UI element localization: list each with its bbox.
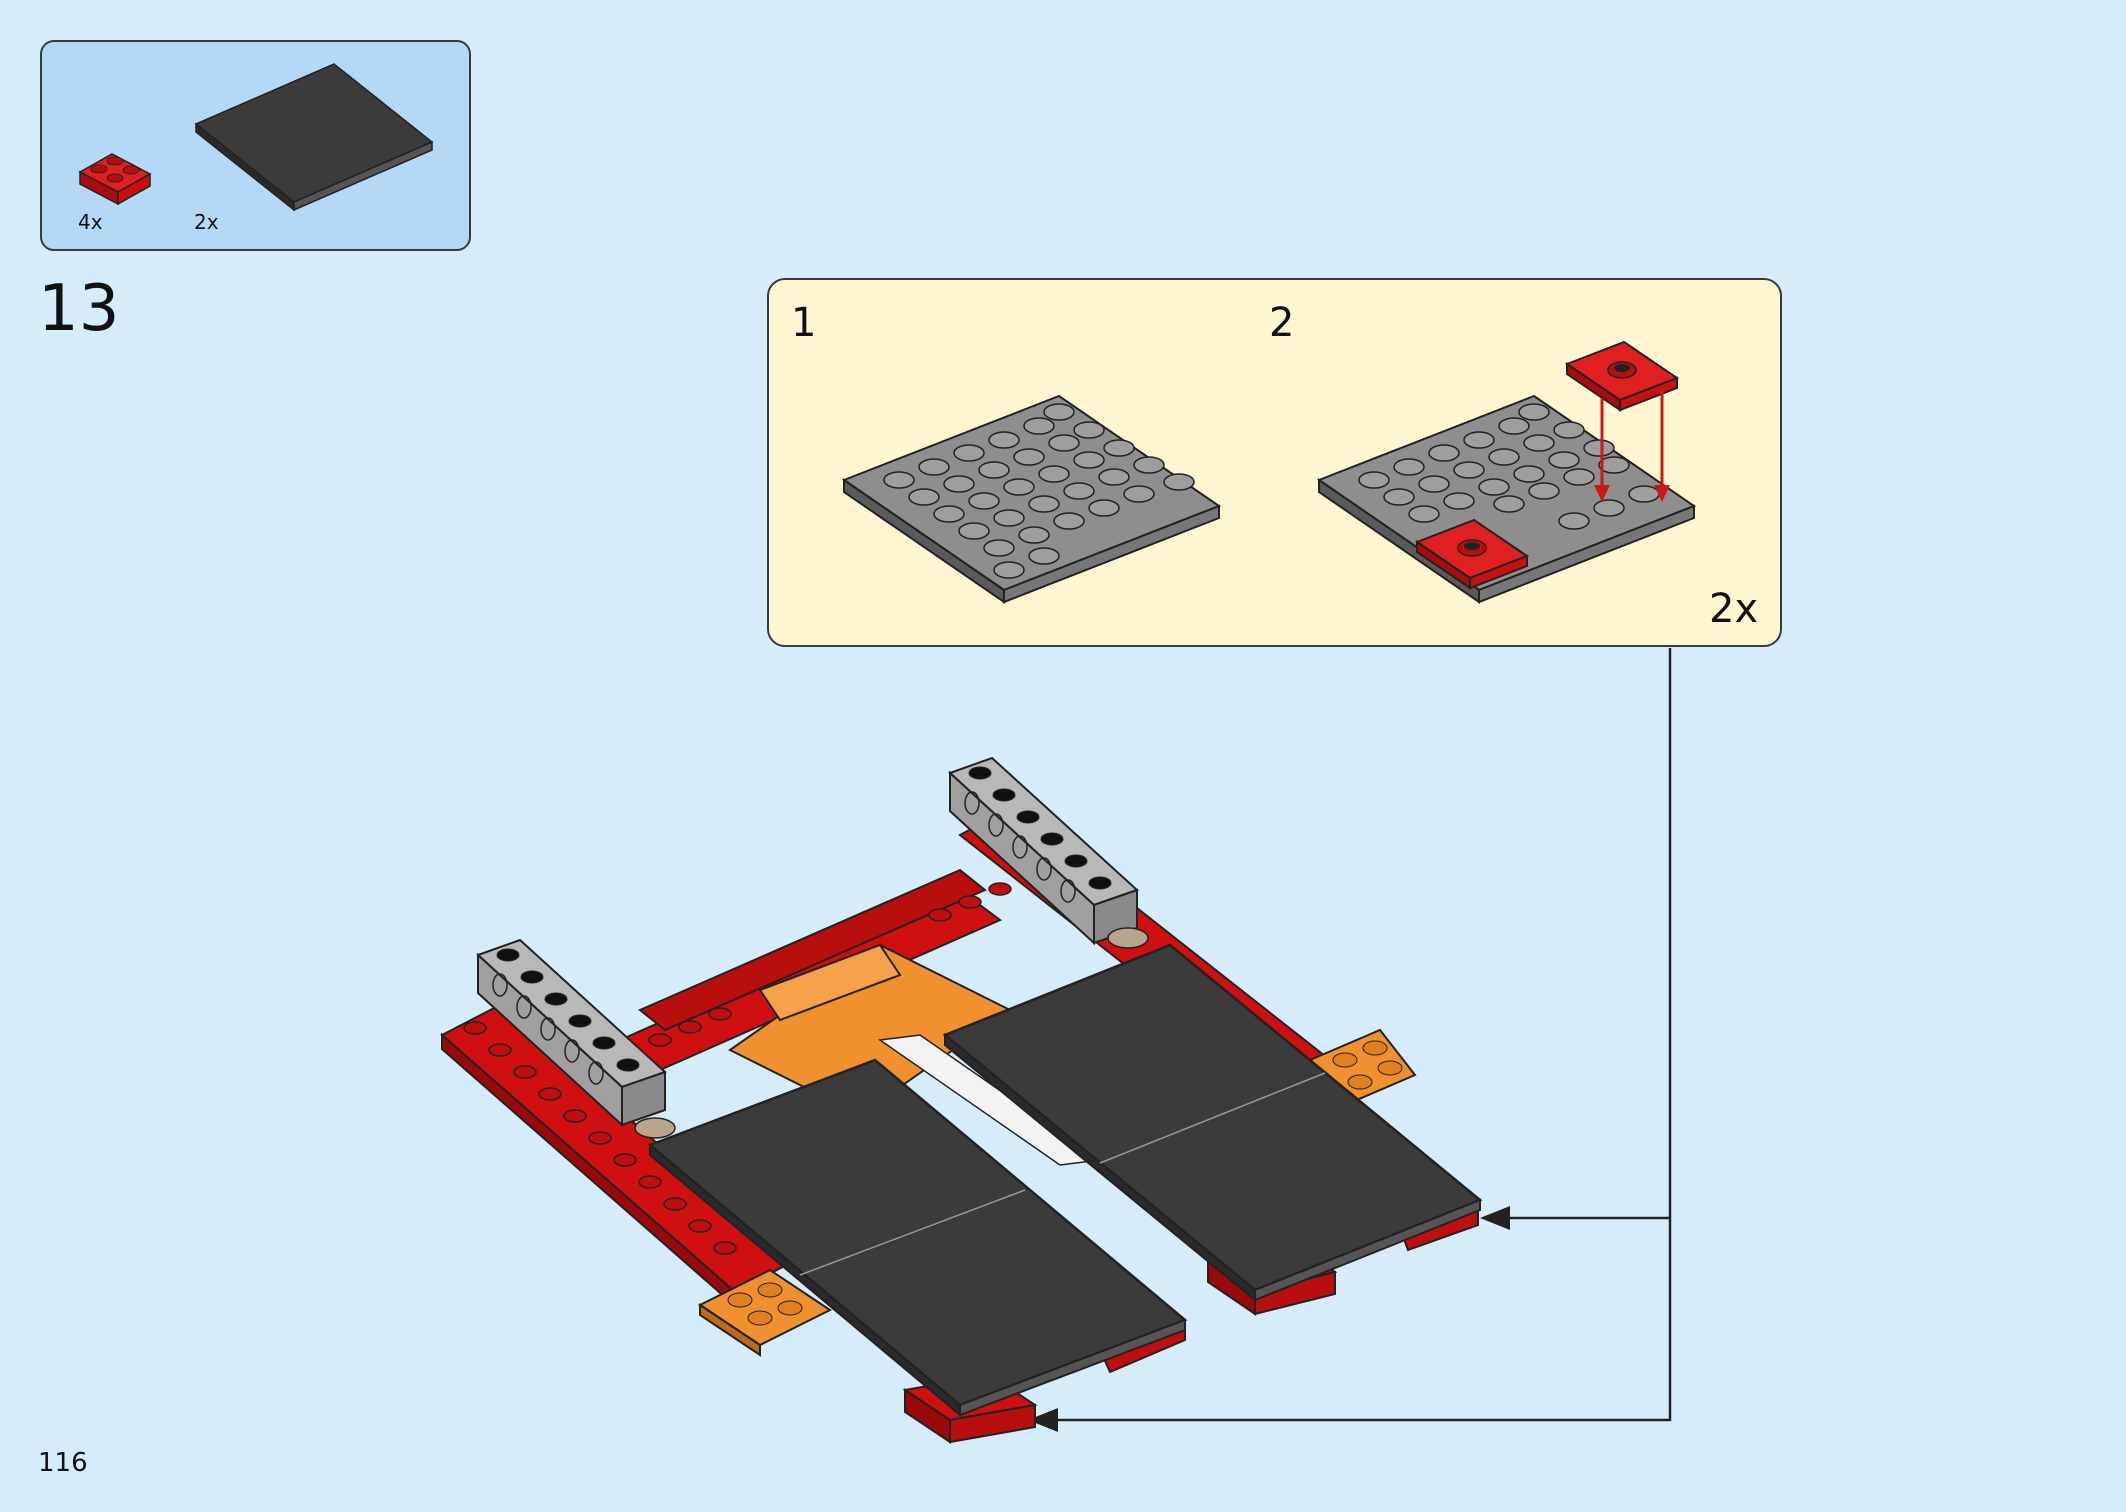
technic-brick-left — [476, 938, 667, 1128]
red-tile-placed — [1414, 518, 1530, 590]
red-tiles-under-left-panel — [902, 1318, 1186, 1444]
part-quantity-dark-plate: 2x — [194, 210, 219, 234]
red-tile-floating — [1564, 340, 1680, 412]
subassembly-illustration — [841, 340, 1697, 604]
step-number: 13 — [38, 272, 120, 346]
page-number: 116 — [38, 1448, 88, 1478]
orange-plate-right — [1308, 1028, 1417, 1107]
red-tiles-under-right-panel — [1205, 1203, 1479, 1316]
part-quantity-red-plate: 4x — [78, 210, 103, 234]
callout-arrow-upper — [1480, 1206, 1510, 1230]
light-grey-plate-step1 — [841, 394, 1222, 604]
red-beam-studs — [463, 882, 1272, 1255]
dark-panel-right — [942, 943, 1483, 1303]
red-2x2-plate-part — [78, 153, 152, 206]
red-beam-right — [958, 806, 1332, 1089]
orange-plate-front-left — [698, 1268, 832, 1357]
orange-hinge — [728, 943, 1012, 1117]
subassembly-box: 1 2 2x — [767, 278, 1782, 647]
parts-list-box: 4x 2x — [40, 40, 471, 251]
white-wedge — [877, 1034, 1103, 1166]
substep-label-1: 1 — [791, 300, 817, 346]
technic-brick-right — [948, 756, 1139, 946]
callout-arrow-lower — [1028, 1408, 1058, 1432]
callout-connector — [1040, 648, 1672, 1422]
red-beam-left — [440, 1003, 794, 1309]
subassembly-multiplier: 2x — [1709, 586, 1759, 632]
substep-label-2: 2 — [1269, 300, 1295, 346]
red-cross-beam — [618, 868, 1002, 1072]
tan-round-left — [634, 1117, 676, 1139]
parts-illustration — [78, 63, 434, 212]
dark-grey-plate-part — [194, 63, 434, 212]
tan-round-right — [1107, 927, 1149, 949]
light-grey-plate-step2 — [1316, 340, 1697, 604]
placement-arrows — [1594, 388, 1670, 502]
dark-panel-left — [647, 1058, 1188, 1418]
